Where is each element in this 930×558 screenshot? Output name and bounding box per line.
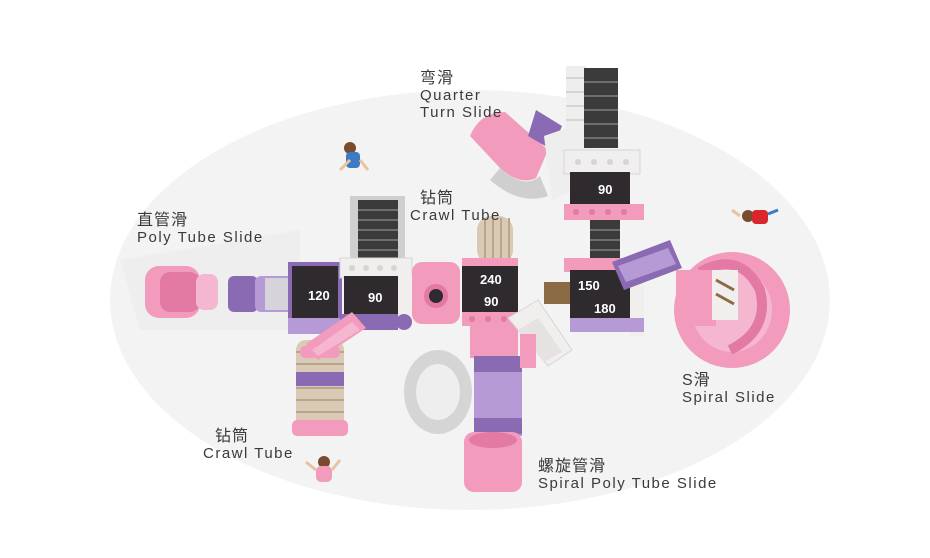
s-spiral-slide [674,252,790,368]
porthole-deck [396,262,460,330]
poly-tube-slide [145,266,295,318]
label-spiral-poly-en: Spiral Poly Tube Slide [538,475,718,492]
purple-roof-right [612,240,682,290]
child-figure-right [731,208,779,224]
label-poly-tube-zh: 直管滑 [137,212,189,229]
label-quarter-turn-slide: 弯滑 Quarter Turn Slide [420,70,503,121]
platform-90-top: 90 [563,149,644,220]
center-right-bridge [507,299,573,368]
label-s-slide-zh: S滑 [682,372,711,389]
mid-ladder [590,220,620,260]
label-s-slide-en: Spiral Slide [682,389,776,406]
platform-label-120: 120 [308,288,330,303]
left-stair [350,196,405,262]
top-ladder [566,66,618,148]
label-s-spiral-slide: S滑 Spiral Slide [682,372,776,406]
child-figure-top-left [338,142,370,172]
label-spiral-poly-zh: 螺旋管滑 [538,458,607,475]
crawl-tube-top [477,216,513,264]
spiral-poly-tube-slide [404,350,522,492]
label-quarter-turn-zh: 弯滑 [420,70,455,87]
crawl-tube-left [292,340,348,436]
platform-label-150: 150 [578,278,600,293]
label-crawl-tube-bottom-en: Crawl Tube [203,445,294,462]
label-crawl-tube-bottom: 钻筒 Crawl Tube [203,428,294,462]
label-quarter-turn-en-2: Turn Slide [420,104,503,121]
platform-label-180: 180 [594,301,616,316]
platform-label-90-top: 90 [598,182,612,197]
label-quarter-turn-en-1: Quarter [420,87,482,104]
platform-150-180: 150 180 [544,258,644,336]
label-poly-tube-slide: 直管滑 Poly Tube Slide [137,212,264,246]
label-poly-tube-en: Poly Tube Slide [137,229,264,246]
platform-label-90-left: 90 [368,290,382,305]
label-crawl-tube-top-zh: 钻筒 [420,190,455,207]
label-spiral-poly-tube-slide: 螺旋管滑 Spiral Poly Tube Slide [538,458,718,492]
platform-120: 120 [288,262,342,334]
central-tower: 240 90 [462,258,518,358]
label-crawl-tube-top-en: Crawl Tube [410,207,501,224]
left-bridge [306,312,366,360]
child-figure-bottom-left [305,456,342,482]
platform-label-90-center: 90 [484,294,498,309]
platform-label-240: 240 [480,272,502,287]
label-crawl-tube-bottom-zh: 钻筒 [215,428,250,445]
label-crawl-tube-top: 钻筒 Crawl Tube [410,190,501,224]
